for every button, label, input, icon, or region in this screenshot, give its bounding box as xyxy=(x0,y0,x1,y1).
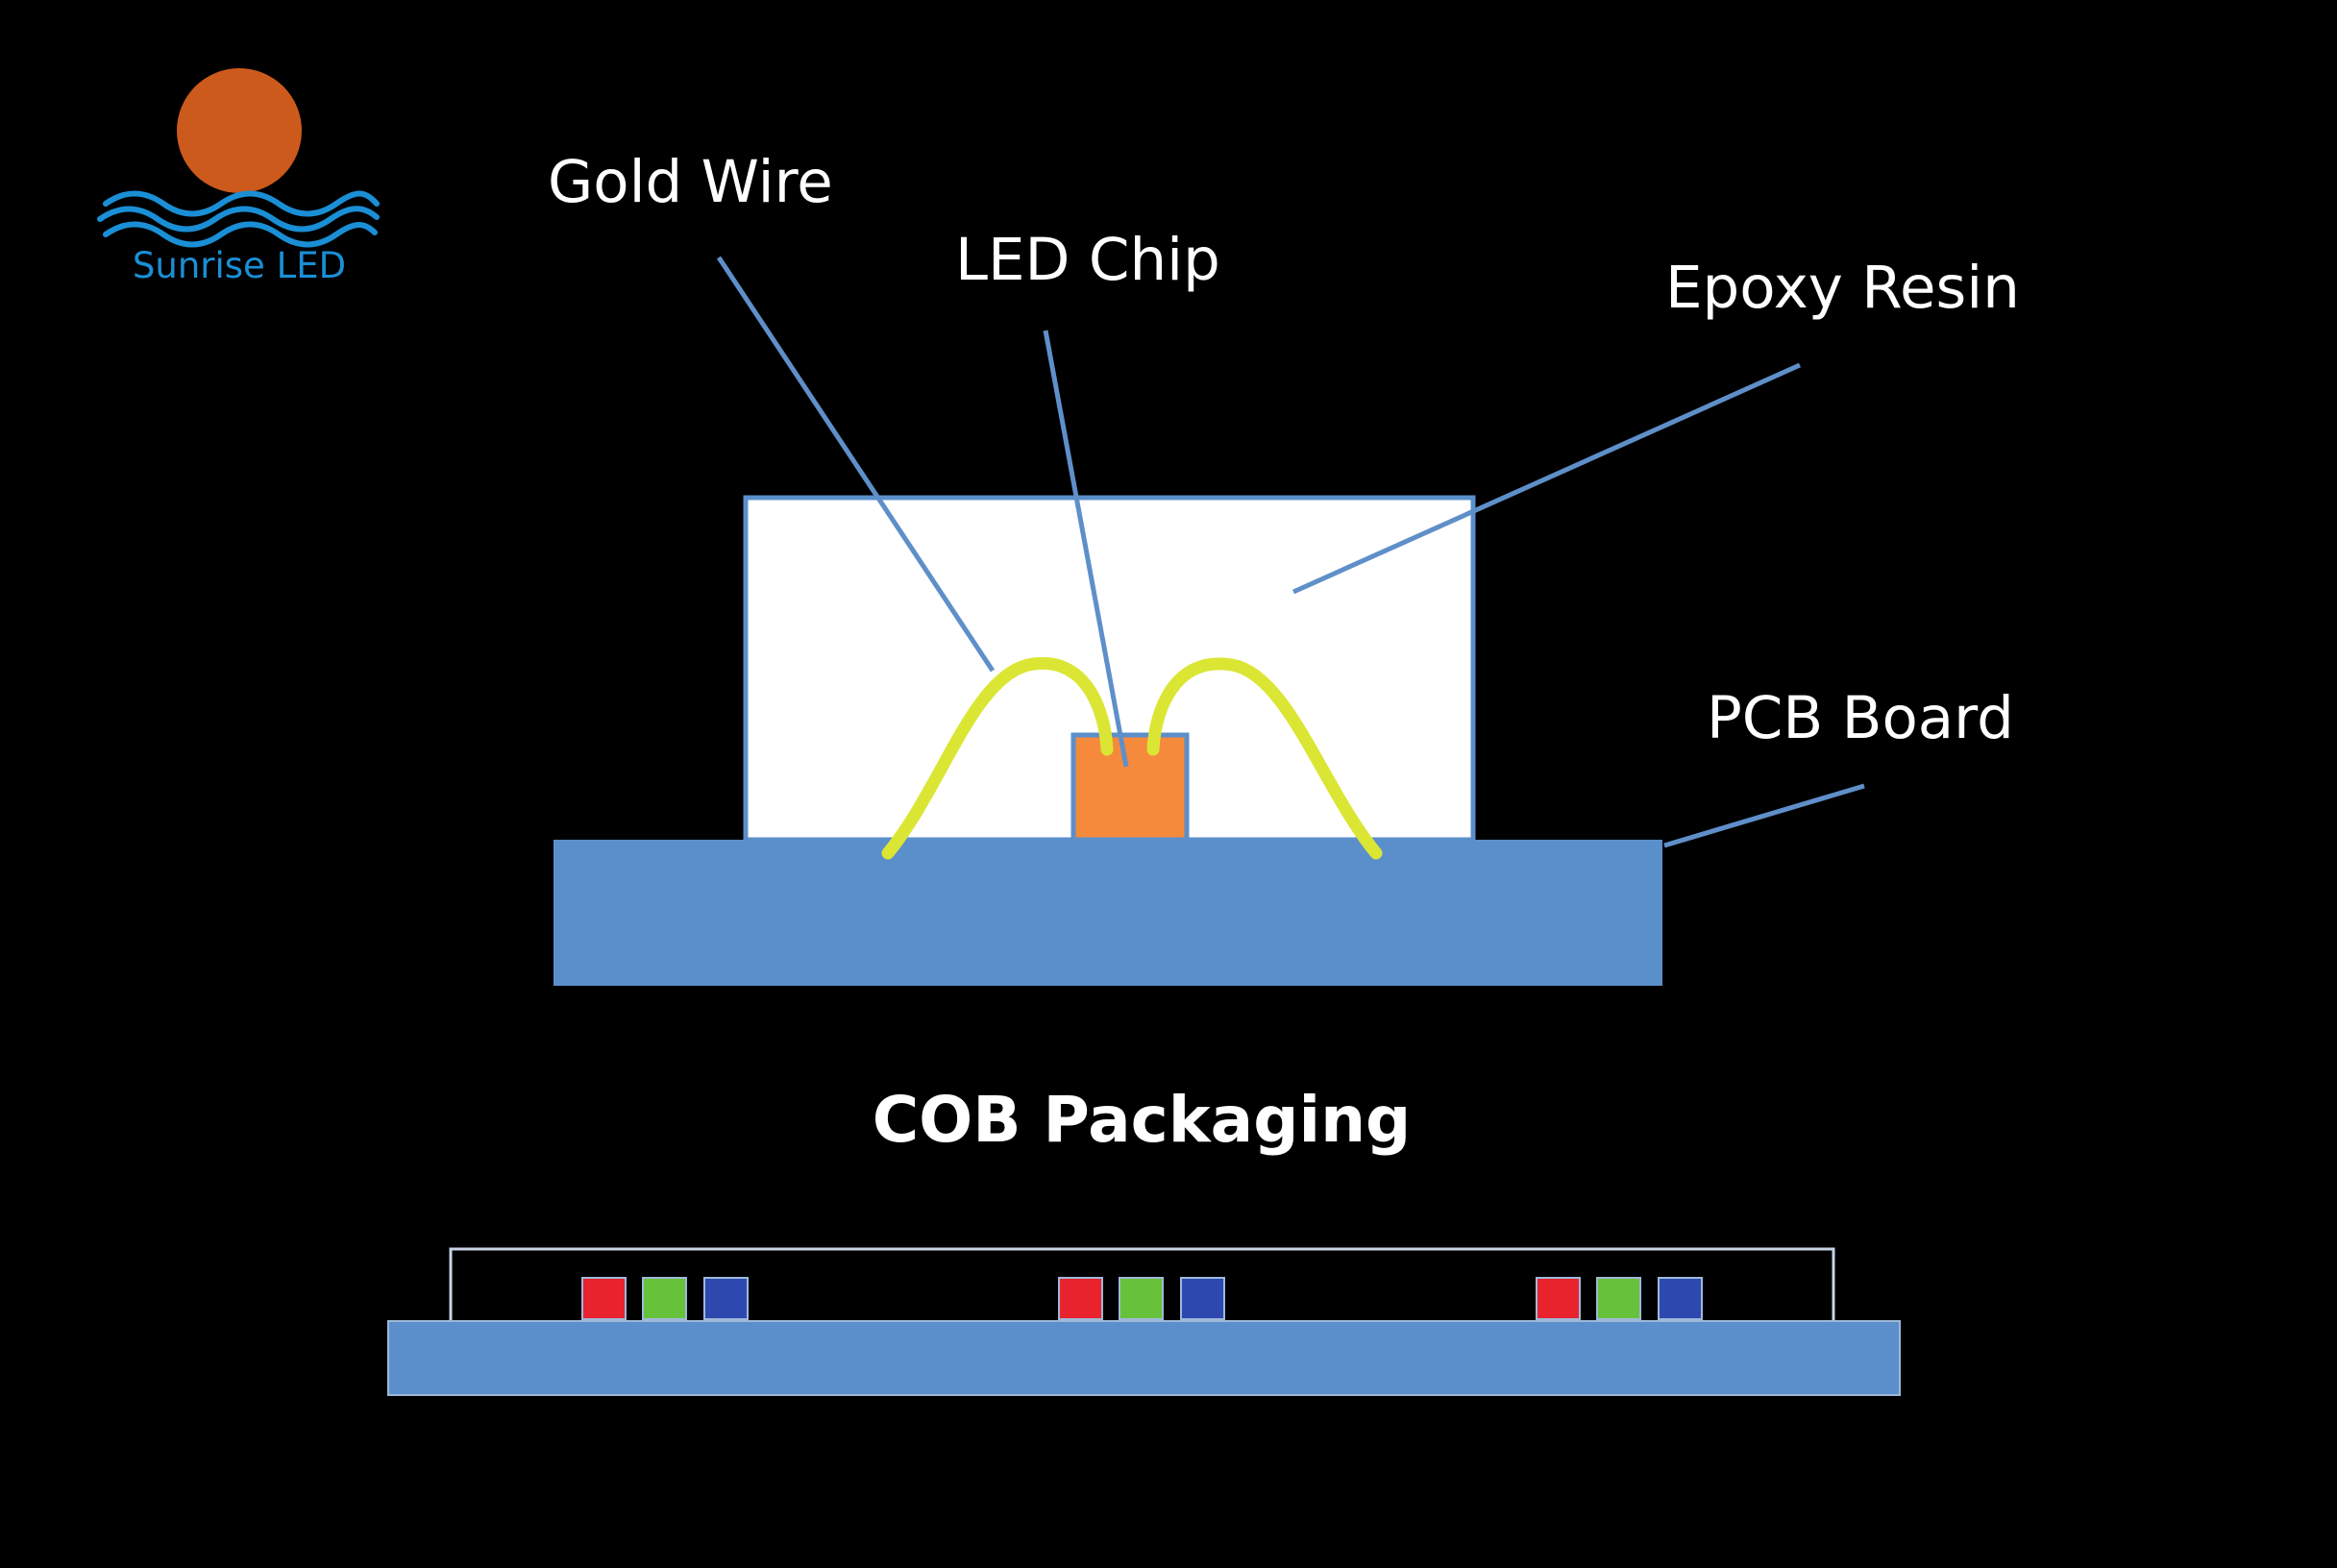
cob-strip xyxy=(387,1247,1901,1396)
cob-green-chip-3 xyxy=(1596,1277,1641,1320)
pcb-board xyxy=(554,840,1662,986)
cob-blue-chip-1 xyxy=(703,1277,749,1320)
diagram-title: COB Packaging xyxy=(873,1083,1412,1157)
cob-pcb-board xyxy=(387,1320,1901,1396)
logo: Sunrise LED xyxy=(97,68,380,286)
cob-blue-chip-2 xyxy=(1180,1277,1225,1320)
cob-green-chip-2 xyxy=(1119,1277,1164,1320)
gold-wire-right xyxy=(1146,657,1383,860)
led-chip xyxy=(1070,732,1190,843)
label-epoxy-resin: Epoxy Resin xyxy=(1665,254,2020,322)
cob-red-chip-2 xyxy=(1058,1277,1103,1320)
leader-lines xyxy=(716,256,1865,848)
label-gold-wire: Gold Wire xyxy=(548,148,833,216)
cob-green-chip-1 xyxy=(642,1277,687,1320)
label-led-chip: LED Chip xyxy=(955,226,1220,294)
leader-led-chip xyxy=(1043,330,1129,768)
leader-gold-wire xyxy=(716,256,996,673)
cob-chip-row xyxy=(581,1277,1703,1320)
package-cross-section xyxy=(554,495,1662,986)
waves-icon xyxy=(97,190,380,248)
cob-red-chip-1 xyxy=(581,1277,627,1320)
cob-red-chip-3 xyxy=(1536,1277,1581,1320)
logo-text: Sunrise LED xyxy=(133,245,346,286)
leader-epoxy-resin xyxy=(1292,362,1802,595)
gold-wire-left xyxy=(881,656,1114,860)
leader-pcb-board xyxy=(1663,783,1865,848)
sun-icon xyxy=(177,68,302,193)
cob-blue-chip-3 xyxy=(1658,1277,1703,1320)
label-pcb-board: PCB Board xyxy=(1707,684,2014,752)
